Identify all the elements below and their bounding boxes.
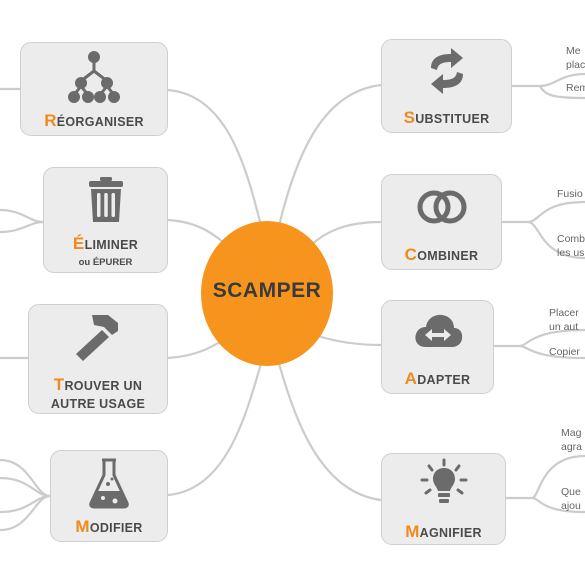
rings-icon	[417, 190, 466, 224]
card-eliminer-sublabel: ou ÉPURER	[78, 257, 133, 268]
note-substituer-1: Me	[566, 45, 581, 57]
card-combiner[interactable]: COMBINER	[381, 174, 502, 270]
center-node: SCAMPER	[201, 221, 333, 366]
swap-arrows-icon	[430, 48, 463, 94]
note-magnifier-3: Que	[561, 486, 581, 498]
lightbulb-icon	[420, 458, 467, 503]
card-eliminer[interactable]: ÉLIMINER ou ÉPURER	[43, 167, 168, 273]
note-magnifier-1: Mag	[561, 427, 582, 439]
card-adapter-label: ADAPTER	[404, 369, 471, 388]
card-substituer[interactable]: SUBSTITUER	[381, 39, 512, 133]
flask-icon	[89, 458, 129, 509]
center-title: SCAMPER	[212, 279, 322, 302]
card-modifier-label: MODIFIER	[75, 517, 143, 536]
cloud-sync-icon	[414, 314, 462, 347]
card-eliminer-label: ÉLIMINER	[72, 234, 139, 253]
card-trouver-label: TROUVER UN	[53, 375, 143, 394]
card-trouver[interactable]: TROUVER UN AUTRE USAGE	[28, 304, 168, 414]
note-substituer-2: plac	[566, 59, 585, 71]
card-reorganiser[interactable]: RÉORGANISER	[20, 42, 168, 136]
card-reorganiser-label: RÉORGANISER	[44, 111, 144, 130]
note-adapter-3: Copier	[549, 346, 580, 358]
note-magnifier-2: agra	[561, 441, 583, 453]
note-combiner-3: les us	[557, 247, 585, 259]
card-magnifier[interactable]: MAGNIFIER	[381, 453, 506, 545]
note-combiner-2: Comb	[557, 233, 585, 245]
card-substituer-label: SUBSTITUER	[403, 108, 490, 127]
card-adapter[interactable]: ADAPTER	[381, 300, 494, 394]
trash-icon	[88, 177, 123, 222]
hammer-icon	[76, 315, 118, 361]
note-magnifier-4: ajou	[561, 500, 581, 512]
card-modifier[interactable]: MODIFIER	[50, 450, 168, 542]
note-substituer-3: Rem	[566, 82, 585, 94]
card-magnifier-label: MAGNIFIER	[405, 522, 482, 541]
note-adapter-1: Placer	[549, 307, 579, 319]
note-combiner-1: Fusio	[557, 188, 583, 200]
hierarchy-icon	[68, 51, 120, 103]
card-combiner-label: COMBINER	[404, 245, 479, 264]
note-adapter-2: un aut	[549, 321, 579, 333]
card-trouver-label-line2: AUTRE USAGE	[50, 397, 146, 411]
